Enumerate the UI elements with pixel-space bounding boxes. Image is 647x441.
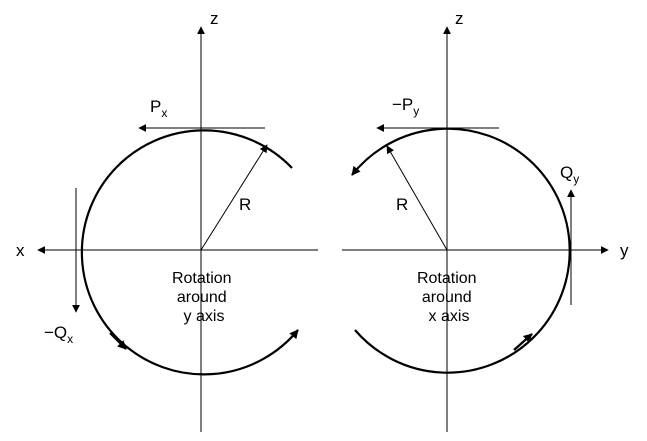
right-force-py-label: −Py xyxy=(392,95,419,118)
right-arc-direction-arrow xyxy=(513,333,533,351)
left-radius-label: R xyxy=(239,195,251,214)
left-moment-qx-label: −Qx xyxy=(44,323,73,346)
right-caption: Rotation around x axis xyxy=(417,270,481,325)
left-caption: Rotation around y axis xyxy=(172,270,236,325)
left-panel: z x Px R −Qx Rotation around y axis xyxy=(16,9,318,432)
right-radius-arrow xyxy=(386,145,448,251)
left-x-label: x xyxy=(16,241,25,260)
left-arc-direction-arrow xyxy=(109,332,127,350)
right-y-label: y xyxy=(620,241,629,260)
right-panel: z y −Py R Qy Rotation around x axis xyxy=(342,9,629,432)
left-radius-arrow xyxy=(200,144,268,251)
left-force-px-label: Px xyxy=(150,97,167,120)
left-z-label: z xyxy=(210,9,219,28)
right-moment-qy-label: Qy xyxy=(560,163,579,186)
right-rotation-arc xyxy=(351,127,571,374)
right-z-label: z xyxy=(455,9,464,28)
right-radius-label: R xyxy=(396,195,408,214)
left-rotation-arc xyxy=(80,129,299,376)
